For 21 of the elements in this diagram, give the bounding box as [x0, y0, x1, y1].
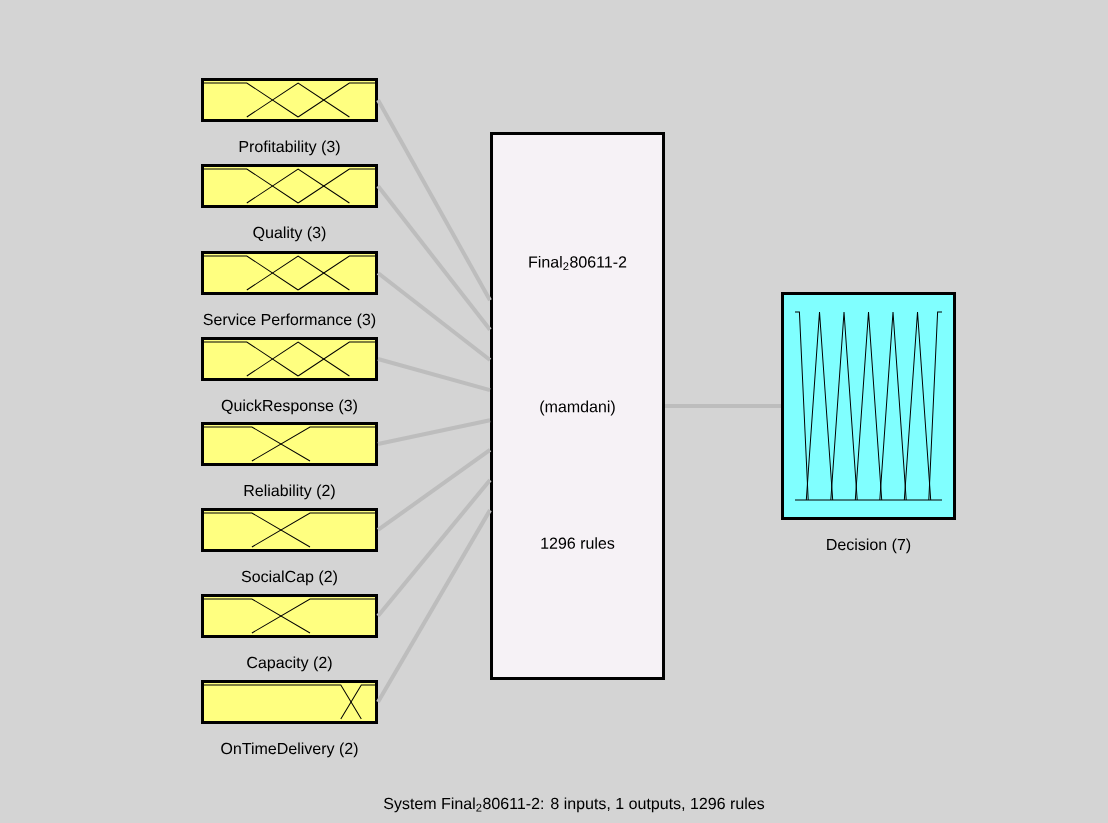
variable-label: Profitability (3): [239, 140, 340, 156]
connector-line: [376, 184, 492, 332]
connector-line: [376, 448, 492, 532]
connector-line: [376, 99, 492, 302]
system-label: 1296 rules: [541, 537, 615, 549]
connector-line: [377, 418, 491, 446]
system-label: Final$_{2}$80611-2: [529, 255, 627, 271]
variable-label: QuickResponse (3): [221, 399, 357, 415]
variable-label: Service Performance (3): [203, 313, 376, 329]
caption: System Final$_{2}$80611-2: 8 inputs, 1 outputs, 1296 rules: [384, 797, 765, 813]
connector-line: [376, 271, 492, 362]
connector-line: [377, 357, 491, 393]
variable-label: SocialCap (2): [241, 570, 337, 586]
system-label: (mamdani): [540, 400, 615, 416]
variable-label: Reliability (2): [244, 484, 335, 500]
variable-label: Quality (3): [253, 226, 326, 242]
variable-label: OnTimeDelivery (2): [221, 742, 358, 758]
variable-label: Capacity (2): [247, 656, 332, 672]
connector-line: [376, 478, 492, 618]
variable-label: Decision (7): [827, 538, 911, 554]
connector-line: [376, 509, 492, 703]
